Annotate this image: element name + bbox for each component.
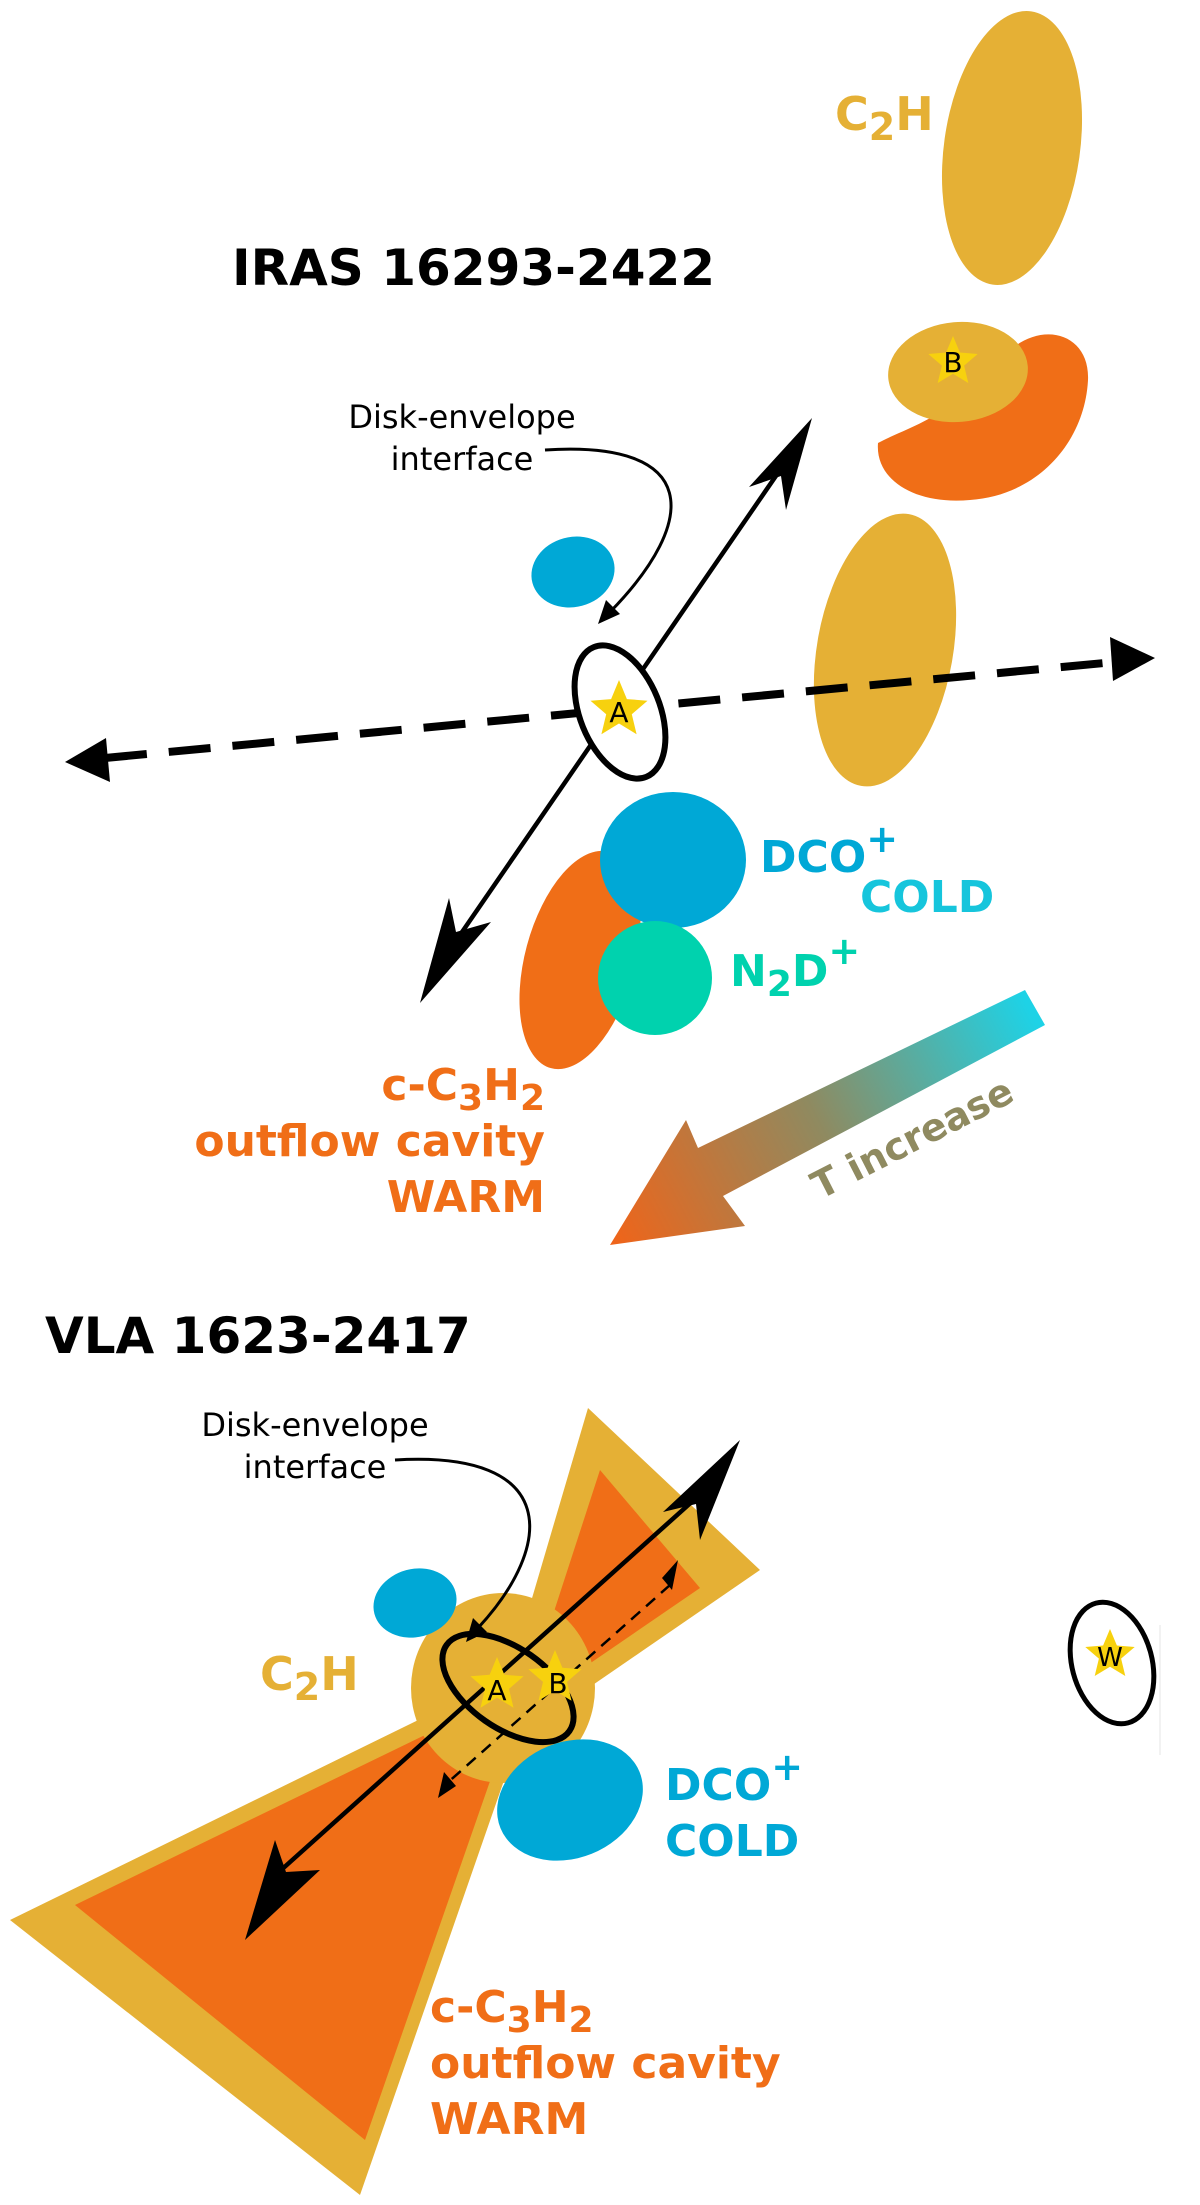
top-disk-arrow-west-icon <box>65 738 110 782</box>
top-interface-pointer <box>544 447 673 614</box>
top-n2d-blob <box>598 921 712 1035</box>
bottom-star-a-icon <box>470 1657 524 1708</box>
top-c2h-blob-north <box>941 11 1083 285</box>
top-dco-small-blob <box>531 536 615 608</box>
top-c3h2-label: c-C3H2 <box>381 1060 545 1119</box>
top-disk-arrow-east-icon <box>1110 637 1155 681</box>
bottom-star-w-label: W <box>1097 1643 1123 1673</box>
bottom-title: VLA 1623-2417 <box>45 1307 471 1365</box>
top-title: IRAS 16293-2422 <box>232 239 715 297</box>
bottom-interface-pointer-head-icon <box>466 1618 487 1642</box>
t-increase-arrow-icon <box>610 990 1045 1245</box>
top-cold-label: COLD <box>860 872 994 923</box>
bottom-c3h2-cone-sw <box>75 1700 512 2140</box>
top-dco-blob <box>600 792 746 928</box>
bottom-star-b-label: B <box>548 1667 567 1700</box>
bottom-c3h2-label: c-C3H2 <box>430 1982 594 2041</box>
top-panel: IRAS 16293-2422 C2H B A <box>65 11 1155 1223</box>
bottom-star-w-icon <box>1085 1629 1135 1676</box>
bottom-interface-label-line1: Disk-envelope <box>201 1406 428 1444</box>
bottom-secondary-arrow-sw-icon <box>438 1772 456 1798</box>
top-interface-label-line2: interface <box>391 440 534 478</box>
top-star-b-icon <box>928 336 978 383</box>
bottom-interface-pointer <box>394 1457 532 1630</box>
bottom-outflow-label: outflow cavity <box>430 2038 781 2089</box>
bottom-secondary-arrow-ne-icon <box>662 1560 678 1590</box>
top-interface-pointer-head-icon <box>598 600 620 624</box>
top-disk-axis <box>104 658 1116 762</box>
top-outflow-arrow-sw-icon <box>420 898 491 1003</box>
bottom-outflow-arrow-sw-icon <box>245 1840 320 1940</box>
top-n2d-label: N2D+ <box>730 929 860 1005</box>
top-star-a-label: A <box>609 696 628 729</box>
bottom-disk-envelope-ring <box>439 1630 577 1746</box>
bottom-star-b-icon <box>528 1650 582 1701</box>
top-outflow-arrow-ne-icon <box>749 418 812 510</box>
top-c2h-blob-south <box>813 513 957 787</box>
bottom-star-a-label: A <box>487 1674 506 1707</box>
top-interface-label-line1: Disk-envelope <box>348 398 575 436</box>
top-c2h-label: C2H <box>835 87 934 149</box>
bottom-outflow-arrow-ne-icon <box>663 1440 740 1540</box>
top-c3h2-cavity-blob <box>519 850 641 1070</box>
top-star-b-label: B <box>943 346 962 379</box>
bottom-dco-blob <box>497 1739 643 1861</box>
bottom-dco-label: DCO+ <box>665 1745 803 1811</box>
top-warm-label: WARM <box>387 1172 545 1223</box>
bottom-dco-small-blob <box>373 1568 457 1638</box>
bottom-c2h-label: C2H <box>260 1647 359 1709</box>
top-dco-label: DCO+ <box>760 817 898 883</box>
top-star-a-icon <box>590 680 648 735</box>
bottom-warm-label: WARM <box>430 2094 588 2145</box>
bottom-interface-label-line2: interface <box>244 1448 387 1486</box>
bottom-panel: VLA 1623-2417 A B Disk-envelope interfac… <box>10 1307 1161 2195</box>
bottom-cold-label: COLD <box>665 1816 799 1867</box>
top-outflow-label: outflow cavity <box>194 1116 545 1167</box>
